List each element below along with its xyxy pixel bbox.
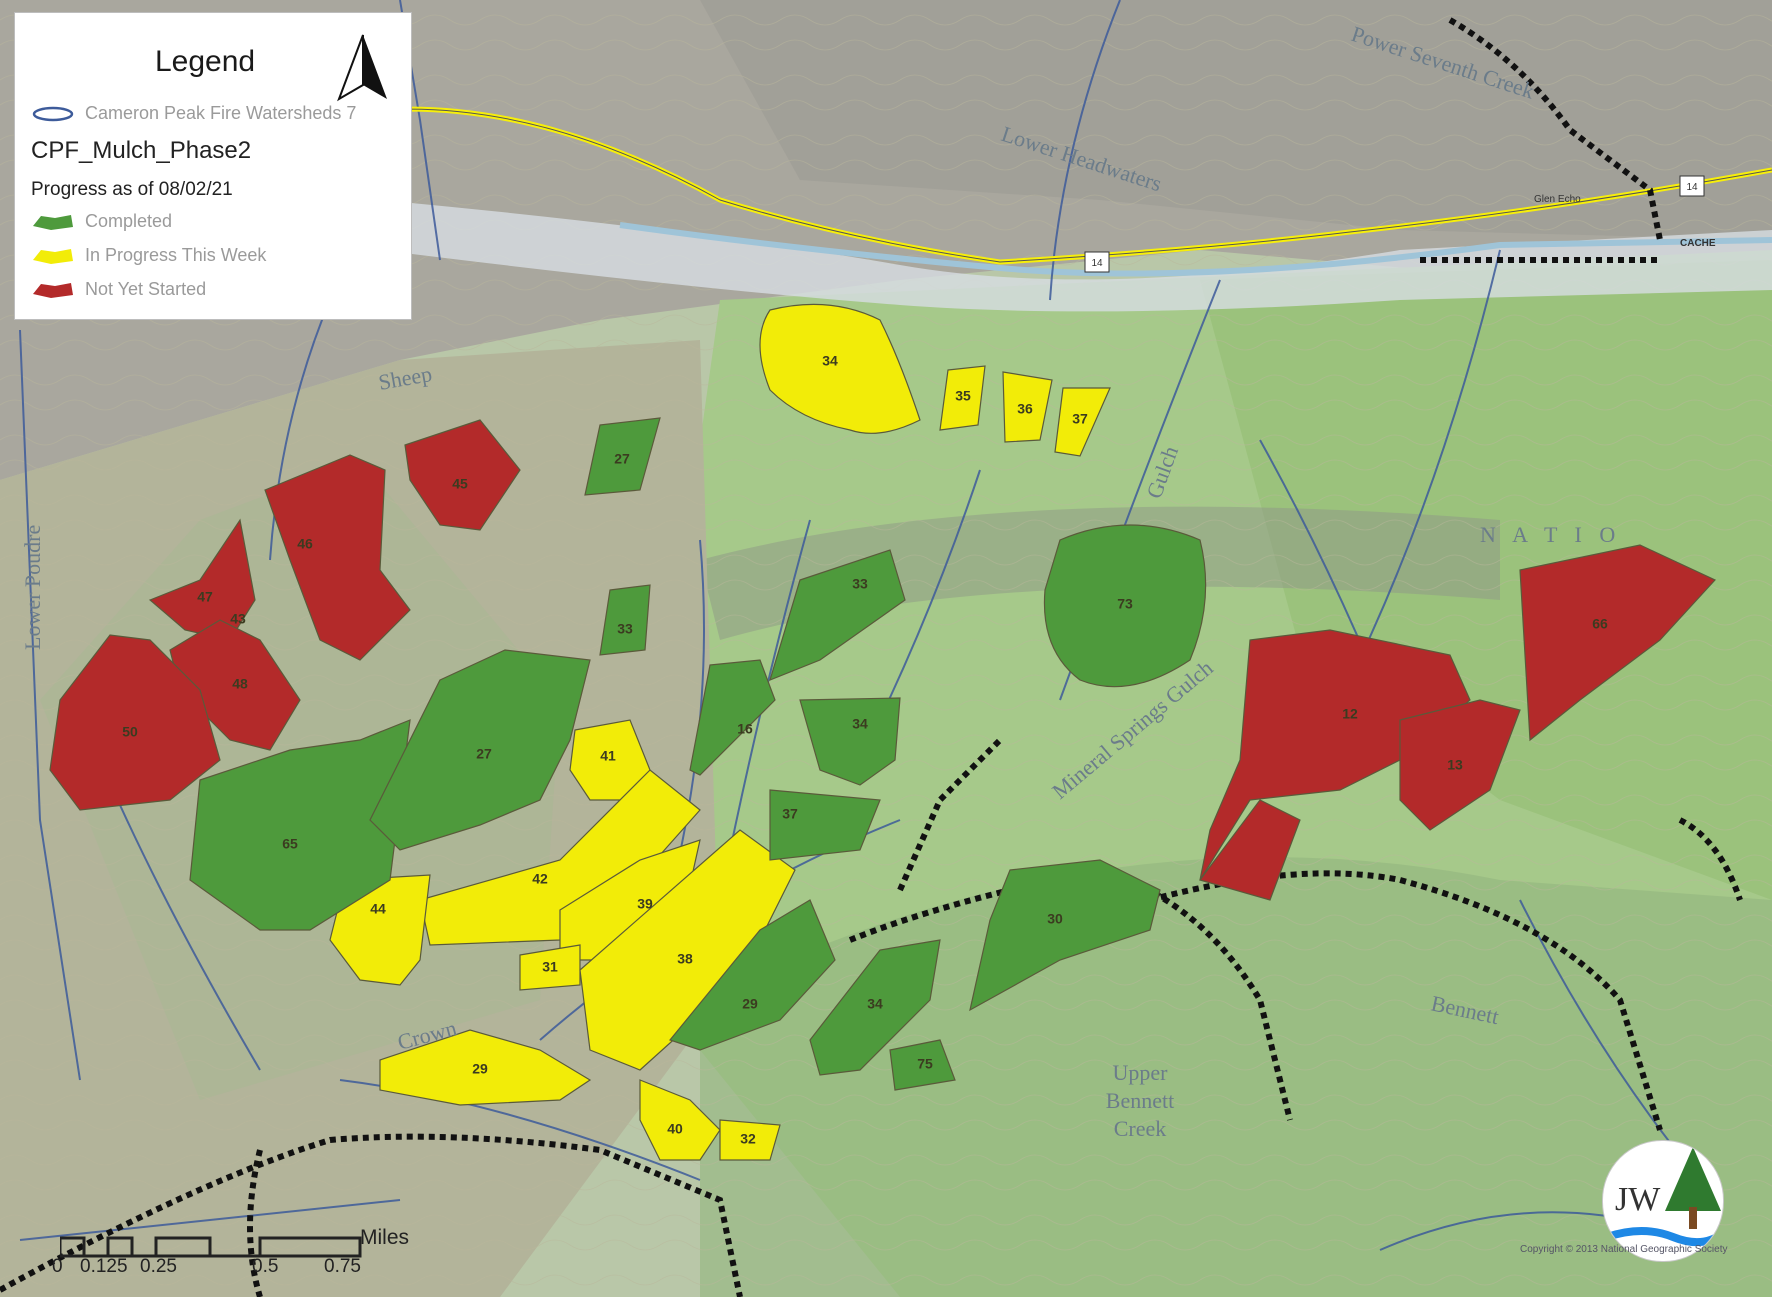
watershed-outline-icon xyxy=(32,106,74,121)
legend-title: Legend xyxy=(155,45,256,78)
parcel-label-73: 73 xyxy=(1117,596,1133,612)
scale-tick-025: 0.25 xyxy=(140,1256,177,1277)
parcel-label-36: 36 xyxy=(1017,401,1033,417)
svg-text:14: 14 xyxy=(1686,182,1698,193)
parcel-label-29g: 29 xyxy=(742,996,758,1012)
jw-logo: JW xyxy=(1602,1140,1724,1262)
tree-icon xyxy=(1605,1147,1723,1247)
parcel-label-66: 66 xyxy=(1592,616,1608,632)
legend-watershed-label: Cameron Peak Fire Watersheds 7 xyxy=(85,103,357,123)
creek-label: Creek xyxy=(1114,1116,1167,1141)
parcel-label-35: 35 xyxy=(955,388,971,404)
legend-completed-label: Completed xyxy=(85,211,173,231)
parcels-not-started: 45 46 47 48 50 12 13 66 43 xyxy=(49,419,1716,901)
parcel-label-46: 46 xyxy=(297,536,313,552)
in-progress-swatch-icon xyxy=(33,248,73,264)
legend-layer-name: CPF_Mulch_Phase2 xyxy=(31,137,252,164)
parcel-label-32: 32 xyxy=(740,1131,756,1147)
parcel-label-40: 40 xyxy=(667,1121,683,1137)
logo-text: JW xyxy=(1615,1181,1661,1218)
glen-echo-label: Glen Echo xyxy=(1534,194,1581,205)
parcel-label-43: 43 xyxy=(230,611,246,627)
scale-tick-0125: 0.125 xyxy=(80,1256,128,1277)
legend-row-completed: Completed xyxy=(31,211,172,232)
legend-panel: Legend Cameron Peak Fire Watersheds 7 CP… xyxy=(14,12,412,320)
parcel-label-38: 38 xyxy=(677,951,693,967)
svg-text:14: 14 xyxy=(1091,258,1103,269)
parcel-label-37g: 37 xyxy=(782,806,798,822)
parcel-label-41: 41 xyxy=(600,748,616,764)
parcel-label-30: 30 xyxy=(1047,911,1063,927)
scale-tick-05: 0.5 xyxy=(252,1256,279,1277)
parcels-completed: 27 33 33 16 34 37 73 65 27 29 34 30 75 xyxy=(189,417,1207,1091)
parcel-label-75: 75 xyxy=(917,1056,933,1072)
parcel-label-33a: 33 xyxy=(852,576,868,592)
map-copyright: Copyright © 2013 National Geographic Soc… xyxy=(1520,1244,1728,1255)
scale-bar: Miles 0 0.125 0.25 0.5 0.75 xyxy=(52,1216,452,1286)
cache-label: CACHE xyxy=(1680,238,1716,249)
parcel-label-27a: 27 xyxy=(614,451,630,467)
parcel-label-44: 44 xyxy=(370,901,386,917)
parcel-label-12: 12 xyxy=(1342,706,1358,722)
nation-label: N A T I O xyxy=(1480,522,1621,547)
parcel-label-45: 45 xyxy=(452,476,468,492)
scale-tick-0: 0 xyxy=(52,1256,63,1277)
lower-poudre-label: Lower Poudre xyxy=(20,525,45,650)
parcel-label-13: 13 xyxy=(1447,757,1463,773)
parcel-label-42: 42 xyxy=(532,871,548,887)
parcel-label-27b: 27 xyxy=(476,746,492,762)
not-started-swatch-icon xyxy=(33,282,73,298)
bennett-label: Bennett xyxy=(1106,1088,1174,1113)
upper-label: Upper xyxy=(1113,1060,1169,1085)
parcels-in-progress: 34 35 36 37 41 42 39 44 31 38 40 29 32 xyxy=(329,303,1111,1161)
legend-row-not-started: Not Yet Started xyxy=(31,279,206,300)
parcel-label-34g: 34 xyxy=(852,716,868,732)
legend-in-progress-label: In Progress This Week xyxy=(85,245,267,265)
parcel-label-16: 16 xyxy=(737,721,753,737)
legend-row-in-progress: In Progress This Week xyxy=(31,245,266,266)
parcel-label-33b: 33 xyxy=(617,621,633,637)
parcel-label-34h: 34 xyxy=(867,996,883,1012)
legend-not-started-label: Not Yet Started xyxy=(85,279,207,299)
scale-unit: Miles xyxy=(360,1226,410,1249)
legend-progress-date: Progress as of 08/02/21 xyxy=(31,179,233,200)
parcel-label-34: 34 xyxy=(822,353,838,369)
scale-bar-graphic xyxy=(60,1236,362,1258)
parcel-label-37: 37 xyxy=(1072,411,1088,427)
legend-row-watershed: Cameron Peak Fire Watersheds 7 xyxy=(31,103,356,124)
parcel-label-39: 39 xyxy=(637,896,653,912)
parcel-label-29: 29 xyxy=(472,1061,488,1077)
parcel-label-31: 31 xyxy=(542,959,558,975)
highway-shield: 14 14 xyxy=(1084,175,1705,273)
parcel-label-47: 47 xyxy=(197,589,213,605)
parcel-label-48: 48 xyxy=(232,676,248,692)
north-arrow-icon xyxy=(337,34,387,102)
parcel-label-65: 65 xyxy=(282,836,298,852)
completed-swatch-icon xyxy=(33,214,73,230)
scale-tick-075: 0.75 xyxy=(324,1256,361,1277)
parcel-label-50: 50 xyxy=(122,724,138,740)
